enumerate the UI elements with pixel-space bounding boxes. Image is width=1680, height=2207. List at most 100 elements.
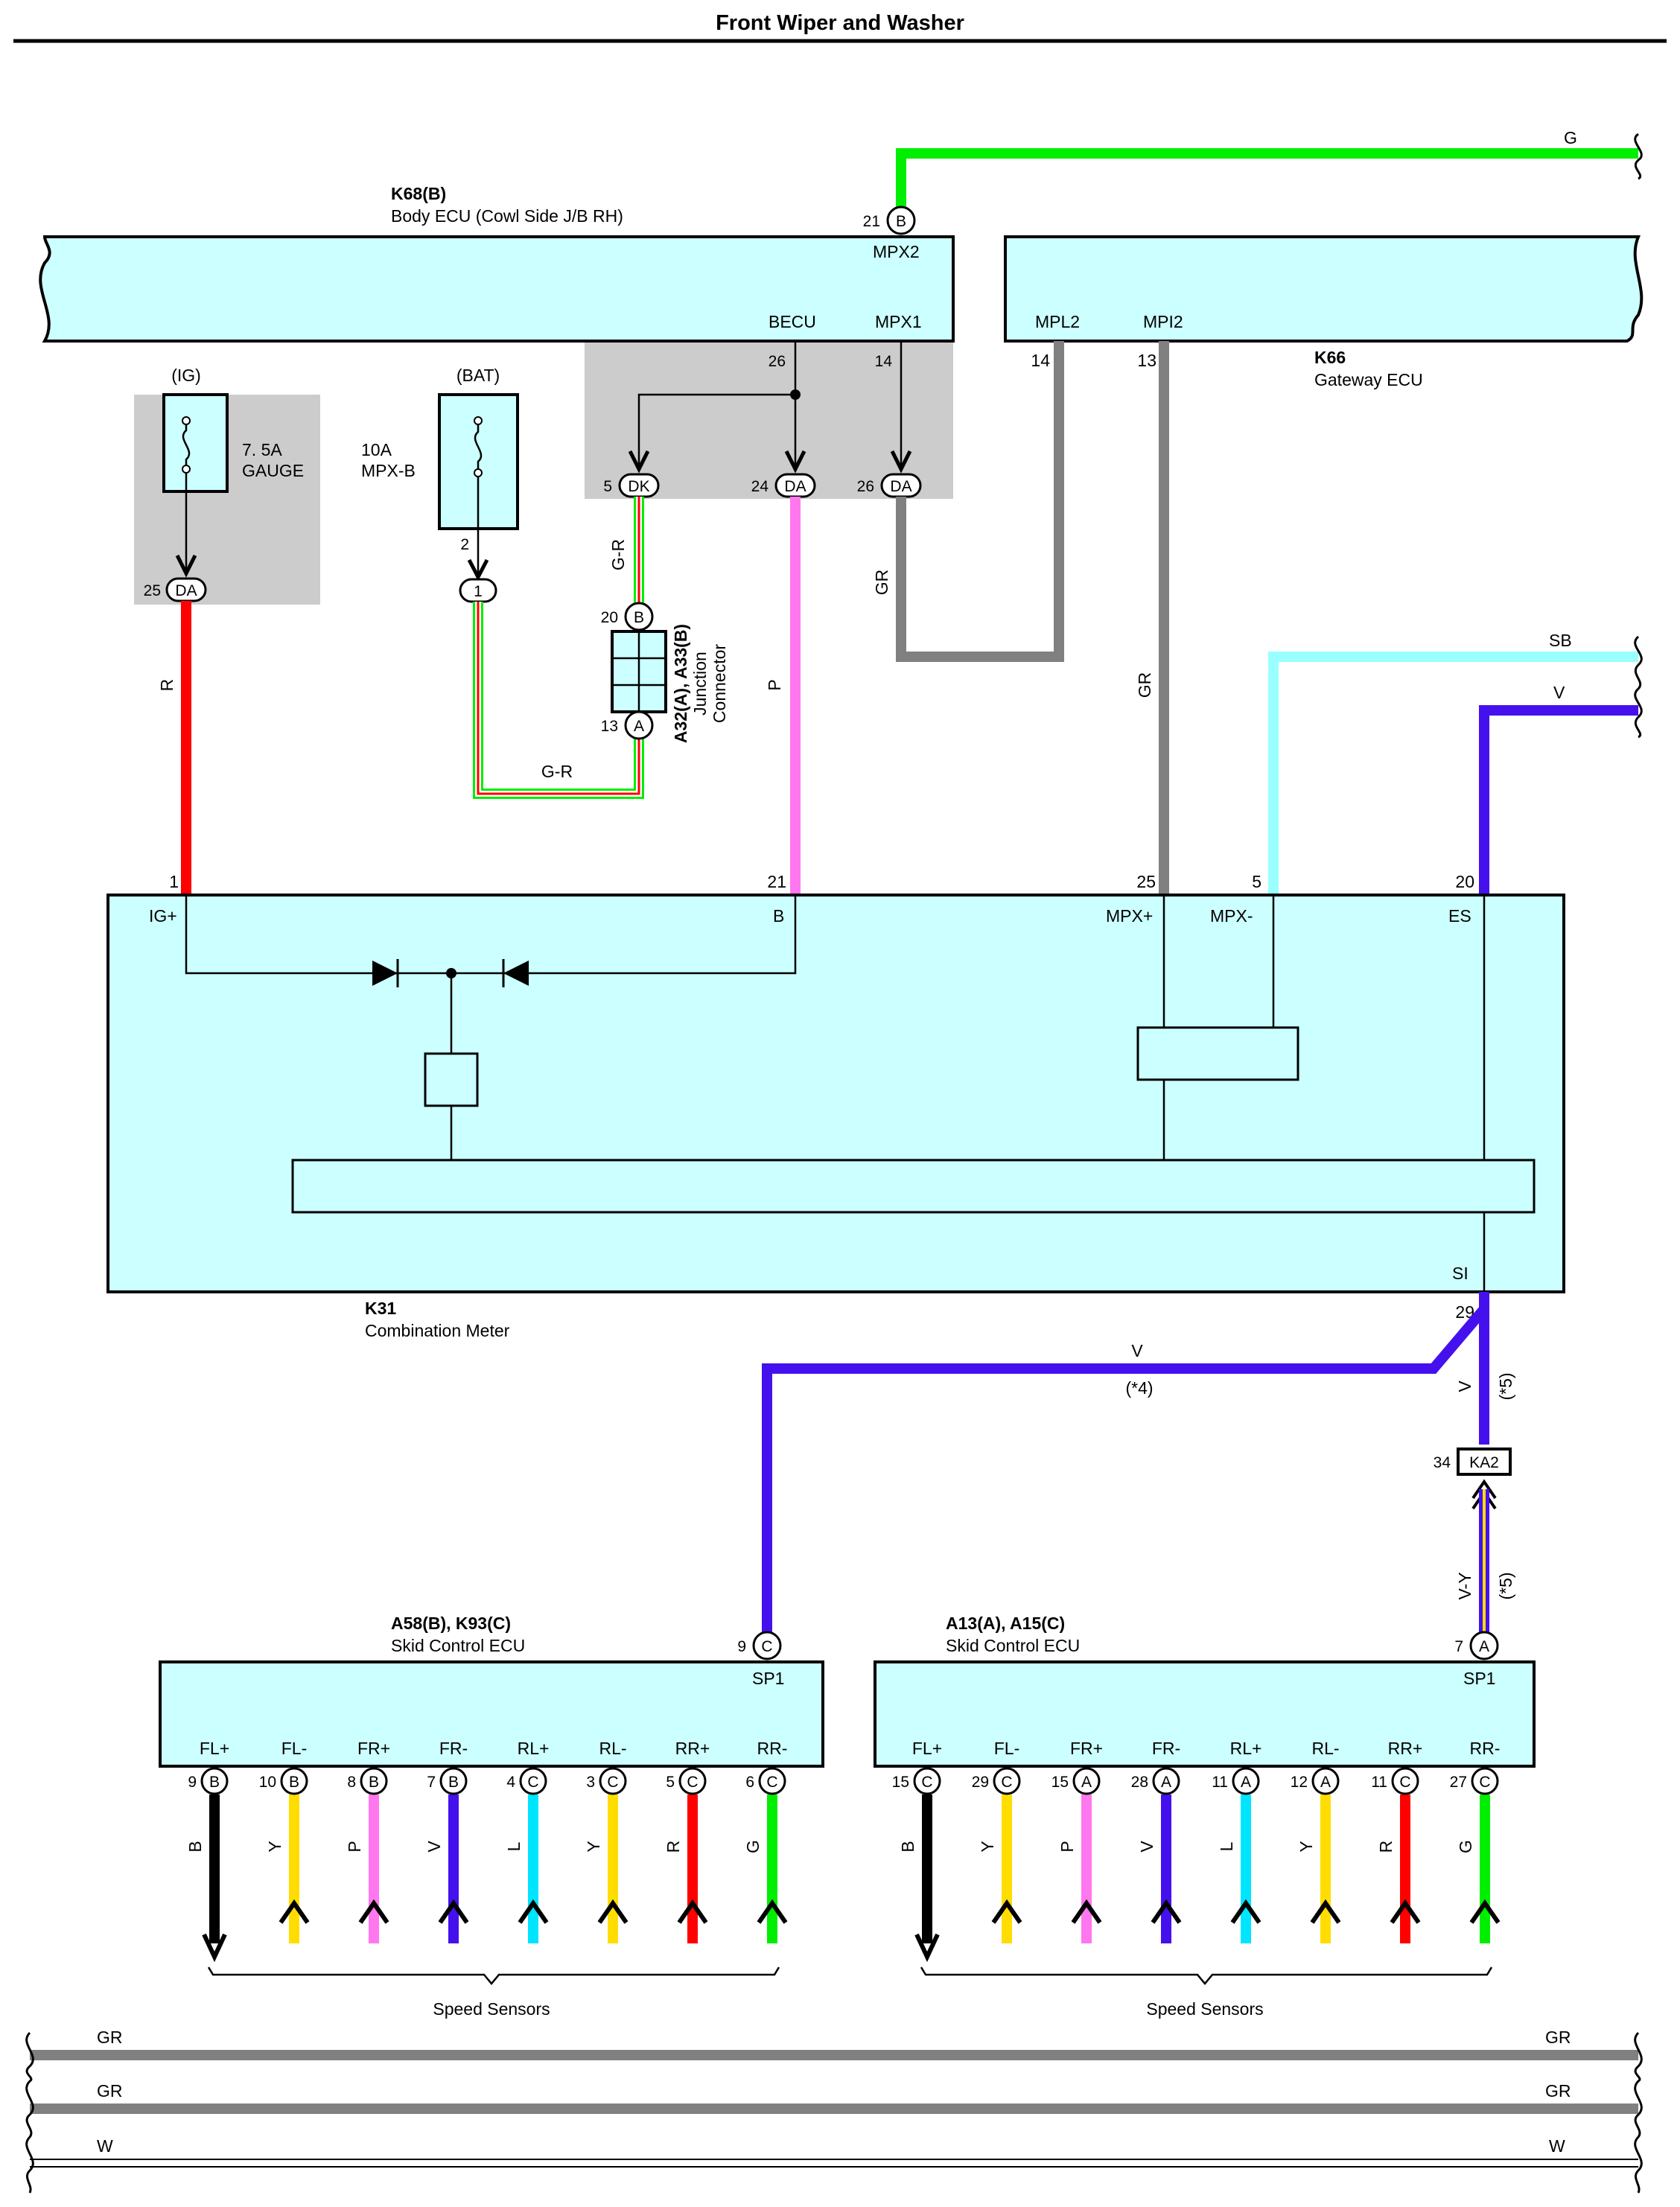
sensor-left-rrm-arrow-up-icon: [757, 1899, 788, 1924]
ig-da-chevron-icon: [175, 554, 197, 578]
sensor-right-flp-pin-label: 15: [892, 1774, 909, 1791]
sensor-left-rrm-conn-label: C: [766, 1774, 777, 1791]
sensor-left-flm-conn-label: B: [289, 1774, 299, 1791]
skid-left-sp1-conn: C: [761, 1638, 772, 1655]
sensor-left-flp-connector: [200, 1767, 229, 1795]
ig-da-pin-label: 25: [144, 582, 161, 599]
combination-meter: [106, 894, 1565, 1293]
meter-terminal-20: 20: [1455, 872, 1474, 891]
sensor-left-rlp-conn-label: C: [527, 1774, 538, 1791]
body-ecu-shade: [585, 341, 953, 499]
sensor-left-rlp-connector: [519, 1767, 547, 1795]
body-ecu-name: Body ECU (Cowl Side J/B RH): [391, 206, 623, 226]
becu-to-dk: [637, 393, 795, 469]
dk-conn-label: DK: [628, 478, 649, 495]
sensor-right-rlm-conn-label: A: [1320, 1774, 1331, 1791]
diode-right-icon: [503, 961, 529, 986]
sensor-left-rlm-color-label: Y: [584, 1841, 603, 1852]
sensor-right-rrp-pin-label: 11: [1371, 1774, 1387, 1791]
wire-note-4: (*4): [1125, 1378, 1153, 1398]
sensor-right-rlm-name: RL-: [1311, 1739, 1339, 1758]
meter-pin-igp: IG+: [149, 906, 177, 926]
fuse-bat-element-icon: [474, 421, 483, 473]
sensor-left-flm-connector: [280, 1767, 308, 1795]
fuse-ig: [162, 393, 229, 493]
skid-right-sp1-pin: 7: [1454, 1638, 1463, 1655]
da24-pin-label: 24: [751, 478, 769, 495]
gateway-pin-mpl2: MPL2: [1035, 312, 1080, 331]
wire-note-5b: (*5): [1496, 1572, 1515, 1599]
sensor-right-frm-arrow-up-icon: [1151, 1899, 1182, 1924]
meter-pin-b: B: [773, 906, 784, 926]
sensor-right-flp-name: FL+: [912, 1739, 942, 1758]
fuse-ig-element-icon: [182, 421, 191, 469]
fuse-ig-terminal-top: [182, 416, 191, 425]
meter-terminal-25: 25: [1136, 872, 1156, 891]
meter-name: Combination Meter: [365, 1321, 510, 1340]
meter-terminal-1: 1: [169, 872, 179, 891]
speed-sensors-right-brace: [920, 1966, 1493, 1985]
sensor-right-frm-color-label: V: [1137, 1841, 1156, 1853]
skid-left-name: Skid Control ECU: [391, 1636, 525, 1655]
sensor-left-rlm-pin-label: 3: [586, 1774, 595, 1791]
fuse-ig-terminal-bottom: [182, 465, 191, 474]
sensor-left-flp-arrow-down-icon: [202, 1933, 227, 1963]
skid-left-sp1-pin: 9: [737, 1638, 746, 1655]
sensor-right-rlp-pin-label: 11: [1212, 1774, 1228, 1791]
speed-sensor-wires: FL+B9BFL-B10YFR+B8PFR-B7VRL+C4LRL-C3YRR+…: [185, 1739, 1501, 1963]
sensor-left-rrp-color-label: R: [664, 1841, 683, 1853]
meter-pin-si: SI: [1452, 1264, 1469, 1283]
sensor-left-rrm-name: RR-: [757, 1739, 788, 1758]
sensor-right-rrp-color-label: R: [1376, 1841, 1396, 1853]
sensor-right-rrm-arrow-up-icon: [1469, 1899, 1501, 1924]
wire-label-v-mid: V: [1131, 1341, 1143, 1360]
sensor-left-flm-pin-label: 10: [259, 1774, 276, 1791]
becu-pin: 26: [769, 353, 786, 370]
sensor-right-rlp-connector: [1232, 1767, 1260, 1795]
sensor-right-flm-color-label: Y: [978, 1841, 997, 1852]
wire-label-sb: SB: [1549, 631, 1572, 650]
sensor-left-rlp-color-label: L: [504, 1841, 524, 1851]
sensor-left-rlm-arrow-up-icon: [597, 1899, 629, 1924]
fuse-bat-label: (BAT): [456, 366, 500, 385]
sensor-left-frm-name: FR-: [439, 1739, 468, 1758]
sensor-left-frp-pin-label: 8: [347, 1774, 356, 1791]
dk-pin-label: 5: [603, 478, 612, 495]
sensor-right-frm-connector: [1152, 1767, 1180, 1795]
sensor-left-rlp-pin-label: 4: [506, 1774, 515, 1791]
sensor-right-frm-conn-label: A: [1161, 1774, 1171, 1791]
mpx2-conn-label: B: [896, 213, 906, 230]
sensor-left-rlm-connector: [599, 1767, 627, 1795]
mpx-transceiver: [1136, 1026, 1299, 1081]
jc-name-1: Junction: [690, 652, 710, 716]
mpx2-connector: [886, 206, 916, 235]
skid-right-code: A13(A), A15(C): [946, 1614, 1065, 1633]
sensor-right-flp-conn-label: C: [921, 1774, 932, 1791]
da26-chevron-icon: [890, 450, 912, 474]
da24-chevron-icon: [784, 450, 806, 474]
speed-sensors-left-label: Speed Sensors: [433, 1999, 550, 2019]
ig-da-conn-label: DA: [175, 582, 197, 599]
sensor-left-frp-name: FR+: [357, 1739, 390, 1758]
wire-label-v-right: V: [1455, 1380, 1474, 1392]
ka2-label: KA2: [1469, 1454, 1499, 1471]
break-g-icon: [1634, 133, 1643, 180]
jc-name-2: Connector: [710, 644, 729, 723]
diode-left-icon: [372, 961, 398, 986]
bat-chevron-icon: [467, 558, 489, 582]
break-sb-icon: [1634, 635, 1643, 690]
bat-pin-label: 2: [460, 536, 469, 553]
sensor-right-frp-conn-label: A: [1081, 1774, 1092, 1791]
body-ecu-pin-mpx2: MPX2: [873, 242, 920, 261]
fuse-bat-terminal-bottom: [474, 468, 483, 477]
gateway-pin-mpi2: MPI2: [1143, 312, 1183, 331]
skid-right-name: Skid Control ECU: [946, 1636, 1080, 1655]
sensor-left-rrp-connector: [678, 1767, 707, 1795]
bottom-break-right-icon: [1634, 2031, 1643, 2194]
jc-top-pin-label: 20: [601, 609, 618, 626]
sensor-left-frm-connector: [439, 1767, 468, 1795]
bus-gr-1-left: GR: [97, 2028, 123, 2047]
wire-label-p: P: [765, 679, 784, 690]
skid-ecu-right: [874, 1660, 1536, 1768]
